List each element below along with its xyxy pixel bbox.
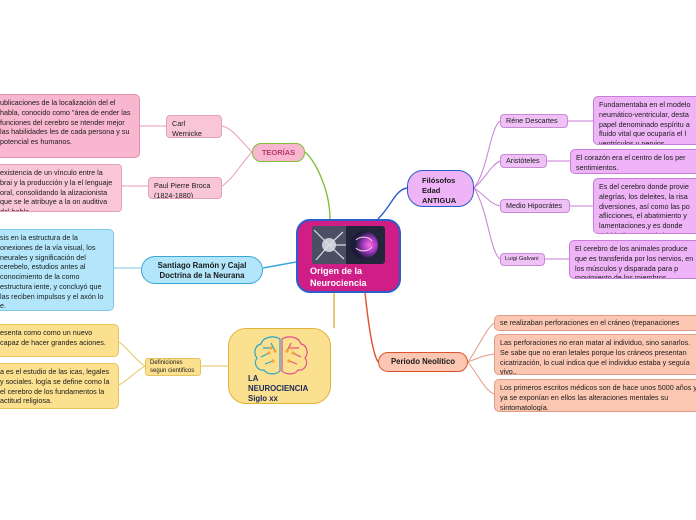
neolitico-item-2[interactable]: Las perforaciones no eran matar al indiv… xyxy=(494,334,696,375)
neurociencia-definition-1[interactable]: esenta como como un nuevo capaz de hacer… xyxy=(0,324,119,357)
filosofo-descartes-node[interactable]: Réne Descartes xyxy=(500,114,568,128)
santiago-description[interactable]: sis en la estructura de la onexiones de … xyxy=(0,229,114,311)
santiago-node[interactable]: Santiago Ramón y Cajal Doctrina de la Ne… xyxy=(141,256,263,284)
teoria-broca-node[interactable]: Paul Pierre Broca (1824-1880) xyxy=(148,177,222,199)
filosofo-aristoteles-node[interactable]: Aristóteles xyxy=(500,154,547,168)
neolitico-item-2-text: Las perforaciones no eran matar al indiv… xyxy=(500,338,691,375)
filosofos-node[interactable]: Filósofos Edad ANTIGUA xyxy=(407,170,474,207)
neurociencia-definition-1-text: esenta como como un nuevo capaz de hacer… xyxy=(0,328,106,347)
teorias-node[interactable]: TEORÍAS xyxy=(252,143,305,162)
filosofos-label: Filósofos Edad ANTIGUA xyxy=(422,176,457,205)
neurociencia-label: LA NEUROCIENCIA Siglo xx xyxy=(248,374,308,404)
teoria-broca-text: existencia de un vínculo entre la brai y… xyxy=(0,168,113,212)
central-topic-node[interactable]: Origen de la Neurociencia xyxy=(296,219,401,293)
filosofo-descartes-label: Réne Descartes xyxy=(506,116,558,125)
filosofo-hipocrates-label: Medio Hipocrátes xyxy=(506,201,562,210)
teoria-broca-description[interactable]: existencia de un vínculo entre la brai y… xyxy=(0,164,122,212)
neurociencia-definition-2-text: a es el estudio de las icas, legales y s… xyxy=(0,367,110,406)
santiago-text: sis en la estructura de la onexiones de … xyxy=(0,233,104,311)
filosofo-hipocrates-text: Es del cerebro donde provie alegrías, lo… xyxy=(599,182,690,233)
filosofo-galvani-label: Luigi Galvani xyxy=(505,256,539,262)
neolitico-item-1-text: se realizaban perforaciones en el cráneo… xyxy=(500,318,680,327)
neolitico-label: Periodo Neolítico xyxy=(390,357,456,366)
filosofo-aristoteles-text: El corazón era el centro de los per sent… xyxy=(576,153,686,172)
filosofo-aristoteles-label: Aristóteles xyxy=(506,156,540,165)
teoria-wernicke-description[interactable]: ublicaciones de la localización del el h… xyxy=(0,94,140,158)
neurociencia-definition-2[interactable]: a es el estudio de las icas, legales y s… xyxy=(0,363,119,409)
filosofo-hipocrates-description[interactable]: Es del cerebro donde provie alegrías, lo… xyxy=(593,178,696,234)
teoria-wernicke-label: Carl Wernicke 1848-1905 xyxy=(172,119,202,138)
teoria-wernicke-node[interactable]: Carl Wernicke 1848-1905 xyxy=(166,115,222,138)
filosofo-galvani-text: El cerebro de los animales produce que e… xyxy=(575,244,694,279)
neolitico-item-1[interactable]: se realizaban perforaciones en el cráneo… xyxy=(494,315,696,331)
teorias-label: TEORÍAS xyxy=(261,148,296,157)
filosofo-descartes-description[interactable]: Fundamentaba en el modelo neumático-vent… xyxy=(593,96,696,145)
filosofo-galvani-node[interactable]: Luigi Galvani xyxy=(500,253,545,266)
teoria-wernicke-text: ublicaciones de la localización del el h… xyxy=(0,98,131,147)
neolitico-item-3[interactable]: Los primeros escritos médicos son de hac… xyxy=(494,379,696,412)
brain-neurons-image xyxy=(312,226,385,264)
definiciones-label: Definiciones segun cientificos xyxy=(150,360,195,374)
neolitico-node[interactable]: Periodo Neolítico xyxy=(378,352,468,372)
neurociencia-node[interactable]: LA NEUROCIENCIA Siglo xx xyxy=(228,328,331,404)
filosofo-hipocrates-node[interactable]: Medio Hipocrátes xyxy=(500,199,570,213)
filosofo-aristoteles-description[interactable]: El corazón era el centro de los per sent… xyxy=(570,149,696,174)
brain-icon xyxy=(254,336,308,375)
central-topic-title: Origen de la Neurociencia xyxy=(310,266,367,288)
definiciones-node[interactable]: Definiciones segun cientificos xyxy=(145,358,201,376)
santiago-label: Santiago Ramón y Cajal Doctrina de la Ne… xyxy=(157,261,247,281)
neolitico-item-3-text: Los primeros escritos médicos son de hac… xyxy=(500,383,696,412)
filosofo-galvani-description[interactable]: El cerebro de los animales produce que e… xyxy=(569,240,696,279)
teoria-broca-label: Paul Pierre Broca (1824-1880) xyxy=(154,181,211,199)
filosofo-descartes-text: Fundamentaba en el modelo neumático-vent… xyxy=(599,100,691,145)
